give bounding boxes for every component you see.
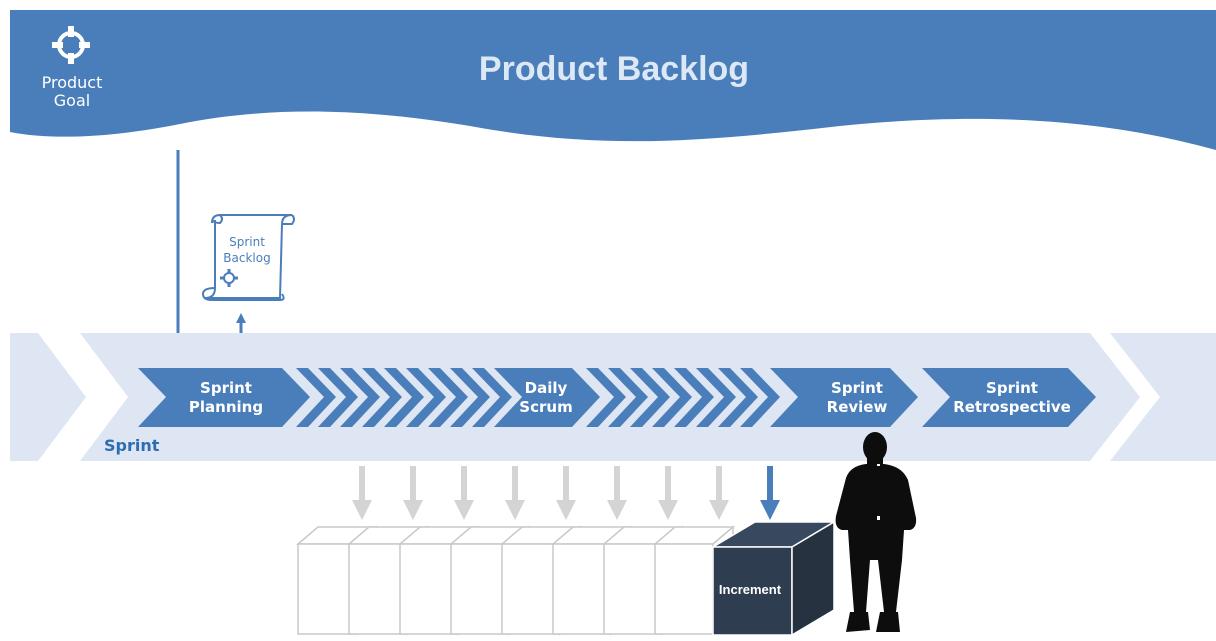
- sprint-backlog-label-line1: Sprint: [229, 235, 265, 249]
- increment-cube: [710, 520, 837, 637]
- product-backlog-banner: [10, 10, 1216, 150]
- sprint-review-chevron: [770, 368, 918, 427]
- sprint-planning-chevron: [138, 368, 310, 427]
- sprint-review-label-line2: Review: [827, 398, 888, 416]
- daily-scrum-label-line1: Daily: [525, 379, 568, 397]
- sprint-label: Sprint: [104, 436, 160, 455]
- sprint-retrospective-label-line2: Retrospective: [953, 398, 1071, 416]
- past-increments: [295, 525, 736, 636]
- sprint-band-chevron-left: [38, 333, 128, 461]
- daily-scrum-label-line2: Scrum: [519, 398, 572, 416]
- sprint-band-chevron-right: [1090, 333, 1160, 461]
- sprint-backlog-label-line2: Backlog: [223, 251, 270, 265]
- sprint-planning-label-line2: Planning: [189, 398, 263, 416]
- daily-scrum-chevrons: [296, 368, 780, 427]
- target-icon: [52, 26, 90, 64]
- sprint-retrospective-chevron: [922, 368, 1096, 427]
- sprint-planning-label-line1: Sprint: [200, 379, 252, 397]
- banner-title: Product Backlog: [479, 50, 749, 88]
- sprint-backlog-scroll: [201, 214, 295, 301]
- product-owner-silhouette: [835, 432, 917, 632]
- increment-arrow: [767, 466, 773, 502]
- target-icon-small: [220, 269, 238, 287]
- product-goal-label-line1: Product: [42, 73, 103, 92]
- daily-increment-arrows: [352, 466, 780, 520]
- sprint-review-label-line1: Sprint: [831, 379, 883, 397]
- product-goal-label-line2: Goal: [54, 91, 90, 110]
- sprint-retrospective-label-line1: Sprint: [986, 379, 1038, 397]
- increment-label: Increment: [719, 582, 782, 597]
